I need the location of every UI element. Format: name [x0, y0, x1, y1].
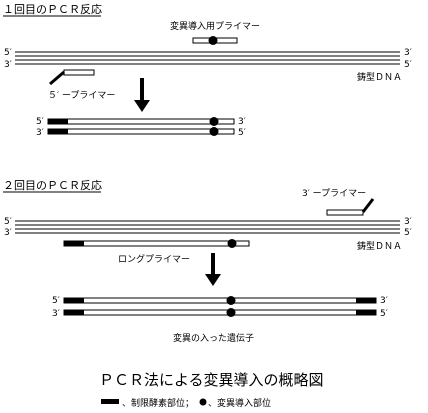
legend-restriction-swatch	[101, 399, 119, 404]
round1-heading: １回目のＰＣＲ反応	[3, 2, 102, 16]
primer5-restriction-tail	[49, 70, 65, 86]
r1-product-end-bottom-right: 5′	[238, 128, 246, 138]
mutation-primer-label: 変異導入用プライマー	[170, 20, 260, 32]
r2-template-label: 鋳型ＤＮＡ	[357, 240, 402, 252]
diagram-title: ＰＣＲ法による変異導入の概略図	[99, 371, 324, 389]
round2-heading: ２回目のＰＣＲ反応	[3, 178, 102, 192]
long-primer-mutation-dot	[227, 239, 237, 248]
r2-product-strand-bottom	[63, 309, 377, 316]
primer5	[63, 69, 95, 76]
r1-product-strand-bottom	[47, 128, 235, 135]
r2-restriction-site-right-top	[356, 298, 376, 303]
arrow2-head	[205, 274, 221, 286]
r1-template-label: 鋳型ＤＮＡ	[357, 71, 402, 83]
r1-template-end-top-right: 3′	[404, 48, 412, 58]
primer3-label: 3′ ープライマー	[302, 188, 366, 199]
r1-restriction-site-top	[48, 119, 68, 124]
primer3-restriction-tail	[361, 198, 375, 213]
primer5-label: ５′ ープライマー	[48, 90, 115, 101]
r1-product-end-top-left: 5′	[36, 117, 44, 127]
r2-product-label: 変異の入った遺伝子	[173, 332, 254, 344]
r2-template-end-bottom-left: 3′	[4, 228, 12, 238]
r2-template-end-bottom-right: 5′	[404, 228, 412, 238]
r1-mutation-dot-bottom	[209, 127, 219, 136]
r2-product-end-bottom-right: 5′	[380, 309, 388, 319]
r2-mutation-dot-bottom	[226, 308, 236, 317]
r1-product-end-top-right: 3′	[238, 117, 246, 127]
r1-mutation-dot-top	[209, 117, 219, 126]
mutation-primer-site-dot	[208, 36, 218, 45]
r2-restriction-site-right-bottom	[356, 310, 376, 315]
r2-product-end-top-right: 3′	[380, 296, 388, 306]
legend-mutation-dot	[199, 398, 207, 406]
r2-product-end-top-left: 5′	[52, 296, 60, 306]
long-primer-label: ロングプライマー	[118, 253, 190, 265]
r1-restriction-site-bottom	[48, 129, 68, 134]
r1-product-end-bottom-left: 3′	[36, 128, 44, 138]
r2-product-strand-top	[63, 297, 377, 304]
primer3	[326, 209, 364, 216]
r2-restriction-site-left-top	[64, 298, 84, 303]
r1-template-end-bottom-left: 3′	[4, 60, 12, 70]
r1-product-strand-top	[47, 118, 235, 125]
r2-restriction-site-left-bottom	[64, 310, 84, 315]
r2-template-end-top-left: 5′	[4, 217, 12, 227]
arrow1-head	[134, 100, 150, 112]
r2-mutation-dot-top	[226, 296, 236, 305]
r1-template-end-top-left: 5′	[4, 48, 12, 58]
long-primer-restriction-site	[64, 241, 84, 246]
long-primer	[63, 240, 250, 247]
r2-template-end-top-right: 3′	[404, 217, 412, 227]
r2-product-end-bottom-left: 3′	[52, 309, 60, 319]
legend-restriction-text: 、制限酵素部位；	[122, 397, 194, 409]
r1-template-end-bottom-right: 5′	[404, 60, 412, 70]
legend-mutation-text: 、変異導入部位	[208, 397, 271, 409]
